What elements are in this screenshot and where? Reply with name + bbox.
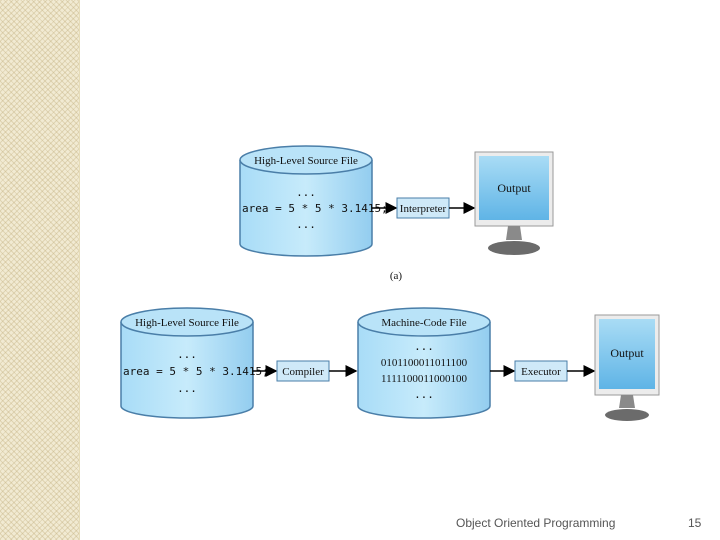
interpreter-box: Interpreter xyxy=(396,197,450,219)
executor-label: Executor xyxy=(521,366,561,378)
machine-code-line-1: 0101100011011100 xyxy=(381,357,468,369)
output-label-b: Output xyxy=(610,346,644,360)
executor-box: Executor xyxy=(514,360,568,382)
decorative-sidebar xyxy=(0,0,80,540)
code-ellipsis-top-b: ... xyxy=(177,348,197,361)
machine-code-title: Machine-Code File xyxy=(381,317,466,329)
code-line-a: area = 5 * 5 * 3.1415; xyxy=(242,202,388,215)
monitor-icon-a: Output xyxy=(474,151,554,255)
caption-a: (a) xyxy=(390,270,403,282)
interpreter-label: Interpreter xyxy=(400,203,447,215)
code-ellipsis-top-a: ... xyxy=(296,186,316,199)
footer-course-title: Object Oriented Programming xyxy=(456,516,616,530)
monitor-icon-b: Output xyxy=(594,314,660,421)
machine-code-cylinder: Machine-Code File ... 0101100011011100 1… xyxy=(357,307,491,419)
footer-page-number: 15 xyxy=(688,516,702,530)
machine-ellipsis-bottom: ... xyxy=(414,388,434,401)
machine-ellipsis-top: ... xyxy=(414,340,434,353)
machine-code-line-2: 1111100011000100 xyxy=(381,373,467,385)
compiler-label: Compiler xyxy=(282,366,324,378)
output-label-a: Output xyxy=(497,181,531,195)
source-file-cylinder-b: High-Level Source File ... area = 5 * 5 … xyxy=(120,307,269,419)
code-line-b: area = 5 * 5 * 3.1415; xyxy=(123,365,269,378)
compiler-box: Compiler xyxy=(276,360,330,382)
code-ellipsis-bottom-b: ... xyxy=(177,382,197,395)
source-file-title-a: High-Level Source File xyxy=(254,155,358,167)
code-ellipsis-bottom-a: ... xyxy=(296,218,316,231)
source-file-title-b: High-Level Source File xyxy=(135,317,239,329)
source-file-cylinder-a: High-Level Source File ... area = 5 * 5 … xyxy=(239,145,388,257)
